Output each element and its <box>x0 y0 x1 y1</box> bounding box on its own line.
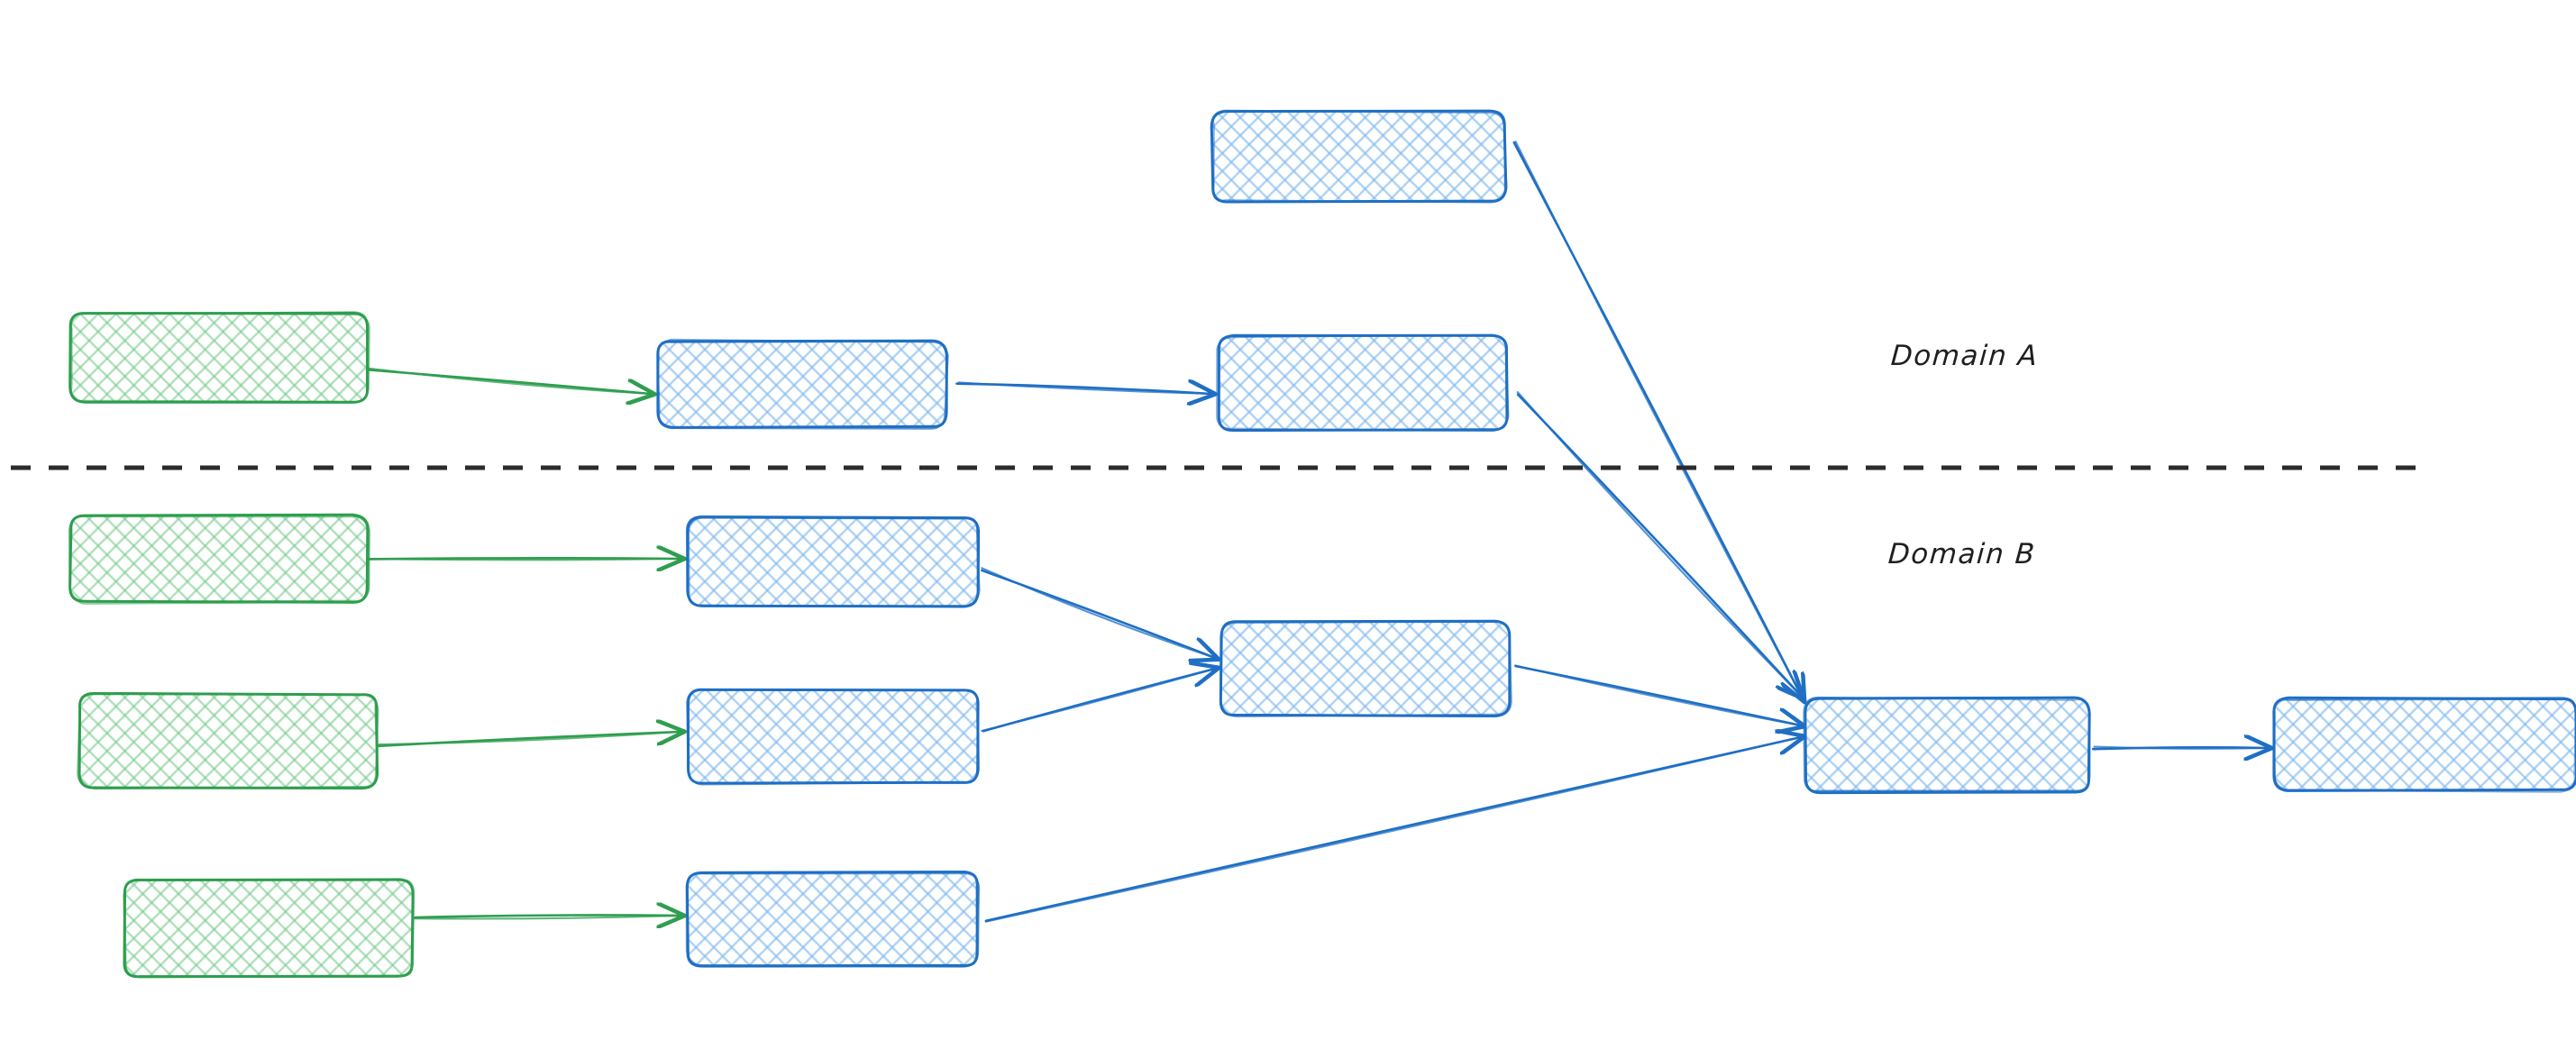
node-fill <box>123 880 414 977</box>
node-outline <box>1219 621 1512 718</box>
edge-a-process-3-to-b-converge <box>1512 141 1803 698</box>
node-outline <box>685 871 980 968</box>
edge-a-source-1-to-a-process-1 <box>367 367 651 394</box>
edge-b-source-1-to-b-process-1 <box>367 558 681 560</box>
node-outline <box>1803 696 2091 792</box>
node-outline <box>1216 333 1510 432</box>
node-b-converge[interactable] <box>1803 696 2091 795</box>
node-fill <box>69 515 368 603</box>
node-fill <box>2274 698 2576 791</box>
edge-b-process-2-to-b-hub <box>981 669 1215 733</box>
node-fill <box>1218 335 1508 431</box>
node-outline <box>686 688 981 784</box>
edge-a-process-2-to-b-converge <box>1516 391 1801 696</box>
node-a-process-2[interactable] <box>1216 333 1510 433</box>
node-b-process-2[interactable] <box>686 688 981 786</box>
node-fill <box>78 694 378 789</box>
node-b-hub[interactable] <box>1219 619 1512 718</box>
node-b-source-2[interactable] <box>77 691 379 790</box>
node-b-output[interactable] <box>2272 696 2576 793</box>
node-b-process-1[interactable] <box>685 515 981 608</box>
node-fill <box>658 340 946 428</box>
node-b-source-1[interactable] <box>68 513 370 605</box>
node-a-source-1[interactable] <box>69 311 370 404</box>
edge-b-hub-to-b-converge <box>1513 664 1801 725</box>
node-fill <box>70 314 368 403</box>
domain-a-label: Domain A <box>1889 340 2040 372</box>
node-outline <box>688 516 981 608</box>
node-outline <box>68 515 370 605</box>
node-b-source-3[interactable] <box>123 878 416 979</box>
edge-b-converge-to-b-output <box>2091 747 2268 750</box>
node-fill <box>1211 111 1506 203</box>
edge-b-process-3-to-b-converge <box>984 737 1801 923</box>
node-fill <box>687 689 979 783</box>
node-outline <box>78 693 379 790</box>
edge-b-process-1-to-b-hub <box>981 567 1215 658</box>
node-outline <box>656 341 949 430</box>
edge-b-source-3-to-b-process-3 <box>413 915 681 918</box>
node-a-process-3[interactable] <box>1210 109 1508 204</box>
node-a-process-1[interactable] <box>656 338 949 430</box>
node-outline <box>69 312 370 404</box>
node-fill <box>1220 621 1510 716</box>
node-fill <box>687 516 979 607</box>
edge-b-source-2-to-b-process-2 <box>377 732 681 748</box>
edges-layer <box>367 141 2268 923</box>
node-b-process-3[interactable] <box>685 871 981 968</box>
domain-b-label: Domain B <box>1886 538 2037 570</box>
node-outline <box>123 878 416 979</box>
node-outline <box>1212 110 1506 203</box>
node-fill <box>687 871 979 967</box>
node-outline <box>2273 696 2576 793</box>
edge-a-process-1-to-a-process-2 <box>955 382 1211 394</box>
node-outline <box>1210 109 1508 204</box>
node-fill <box>1804 698 2090 793</box>
nodes-layer <box>68 109 2576 979</box>
